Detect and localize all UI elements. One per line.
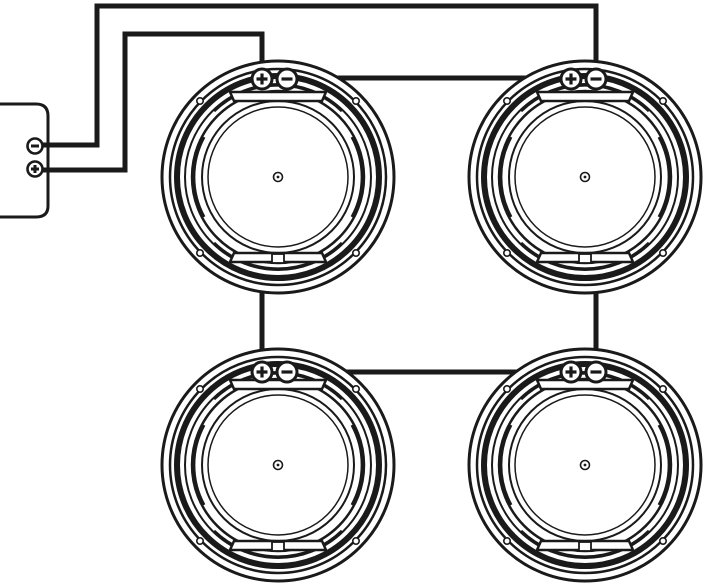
speaker-bottom-right [469, 349, 701, 581]
amp-negative-terminal-icon [26, 137, 44, 155]
terminal-negative-icon [584, 360, 608, 384]
terminal-positive-icon [559, 360, 583, 384]
terminal-positive-icon [250, 360, 274, 384]
terminal-negative-icon [584, 67, 608, 91]
terminal-positive-icon [559, 67, 583, 91]
terminal-negative-icon [275, 360, 299, 384]
speaker-top-left [162, 61, 394, 293]
terminal-positive-icon [250, 67, 274, 91]
terminals [250, 67, 608, 384]
terminal-negative-icon [275, 67, 299, 91]
amplifier [0, 102, 50, 219]
amp-positive-terminal-icon [26, 160, 44, 178]
wire-amp-negative [36, 3, 599, 148]
amp-terminals [26, 137, 44, 178]
wire-amp-positive [36, 31, 265, 173]
speaker-bottom-left [162, 349, 394, 581]
speaker-top-right [469, 61, 701, 293]
